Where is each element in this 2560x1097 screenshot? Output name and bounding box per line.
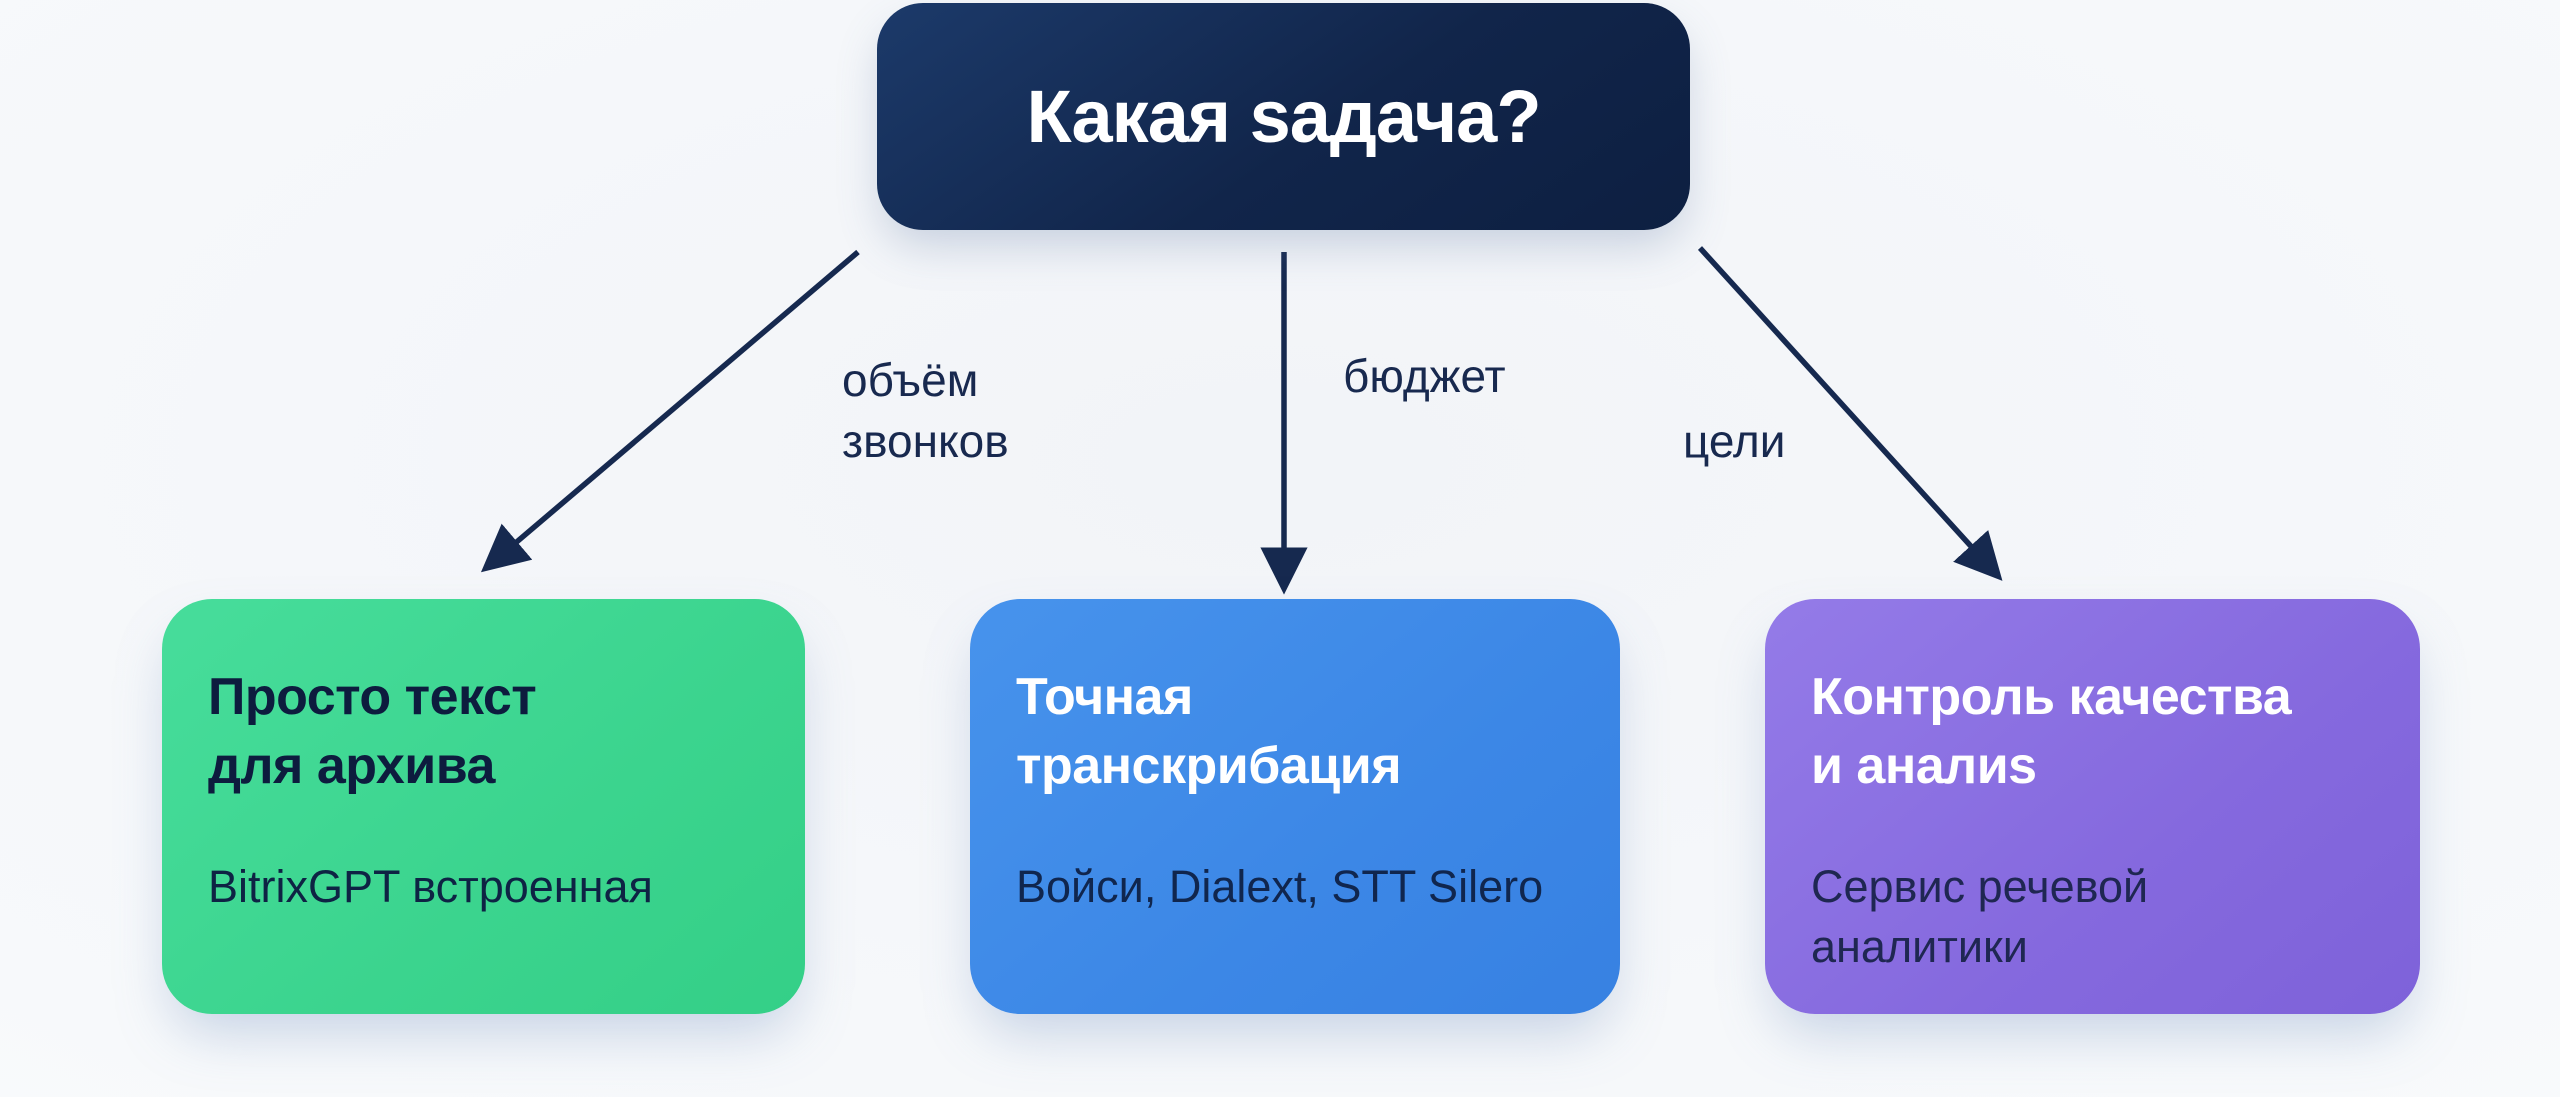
- edge-label-volume: объём звонков: [842, 350, 1009, 472]
- edge-label-goals-line1: цели: [1683, 415, 1786, 467]
- edge-label-goals: цели: [1683, 411, 1785, 472]
- node-quality-control-title: Контроль качества и аналиs: [1811, 663, 2378, 801]
- node-accurate-transcription: Точная транскрибация Войси, Dialext, STT…: [970, 599, 1620, 1014]
- node-quality-control-subtitle-line1: Сервис речевой: [1811, 861, 2149, 912]
- edge-label-budget: бюджет: [1343, 346, 1506, 407]
- root-node-label: Какая sадача?: [1026, 75, 1541, 158]
- node-quality-control-subtitle-line2: аналитики: [1811, 921, 2028, 972]
- node-archive-text-subtitle: BitrixGPT встроенная: [208, 857, 763, 917]
- node-accurate-transcription-title: Точная транскрибация: [1016, 663, 1578, 801]
- node-quality-control: Контроль качества и аналиs Сервис речево…: [1765, 599, 2420, 1014]
- edge-label-volume-line2: звонков: [842, 415, 1009, 467]
- node-accurate-transcription-subtitle-line1: Войси, Dialext, STT Silero: [1016, 861, 1544, 912]
- node-archive-text-title-line2: для архива: [208, 737, 495, 795]
- node-accurate-transcription-title-line1: Точная: [1016, 668, 1193, 726]
- node-archive-text-title: Просто текст для архива: [208, 663, 763, 801]
- node-archive-text-title-line1: Просто текст: [208, 668, 537, 726]
- arrow-goals: [1697, 246, 2003, 581]
- node-accurate-transcription-subtitle: Войси, Dialext, STT Silero: [1016, 857, 1578, 917]
- arrow-volume: [480, 249, 860, 573]
- node-quality-control-subtitle: Сервис речевой аналитики: [1811, 857, 2378, 977]
- edge-label-volume-line1: объём: [842, 354, 979, 406]
- root-node: Какая sадача?: [877, 3, 1690, 230]
- node-archive-text: Просто текст для архива BitrixGPT встрое…: [162, 599, 805, 1014]
- node-accurate-transcription-title-line2: транскрибация: [1016, 737, 1402, 795]
- edge-label-budget-line1: бюджет: [1343, 350, 1506, 402]
- node-quality-control-title-line1: Контроль качества: [1811, 668, 2292, 726]
- node-archive-text-subtitle-line1: BitrixGPT встроенная: [208, 861, 653, 912]
- node-quality-control-title-line2: и аналиs: [1811, 737, 2037, 795]
